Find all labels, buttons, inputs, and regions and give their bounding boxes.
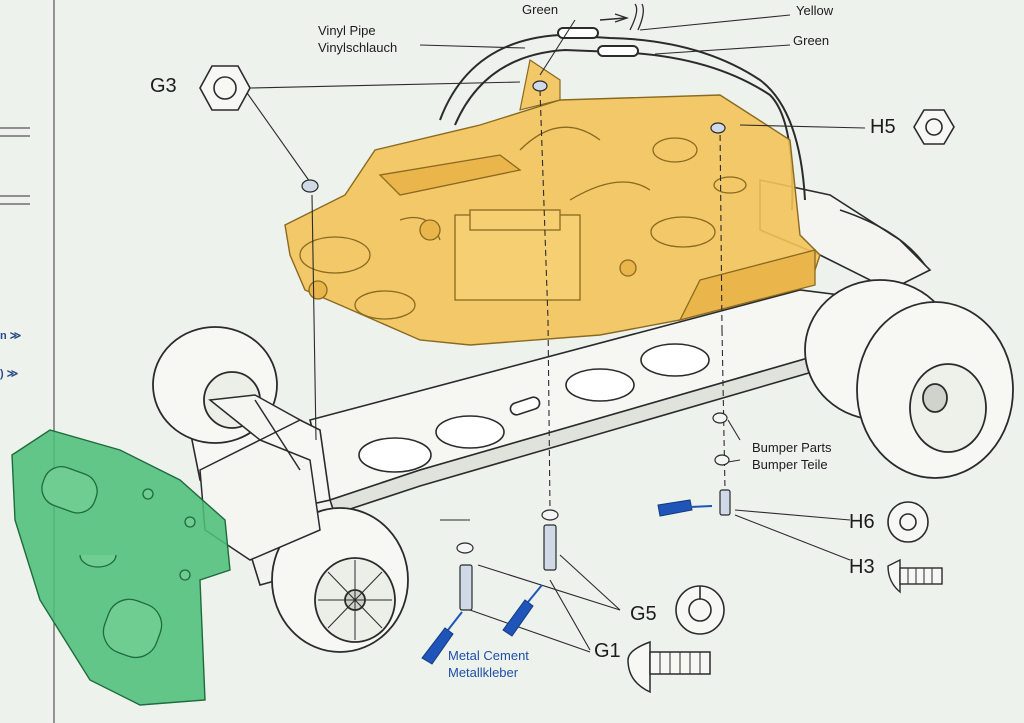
part-code-g1: G1 [594, 640, 621, 662]
h6-washer-icon [887, 501, 929, 543]
page-margin [0, 0, 55, 723]
bumper-parts-label: Bumper Parts [752, 440, 832, 455]
part-code-h6: H6 [849, 511, 875, 533]
part-code-g3: G3 [150, 75, 177, 97]
h3-screw-icon [887, 558, 943, 594]
g5-washer-icon [675, 585, 725, 635]
part-code-h5: H5 [870, 116, 896, 138]
part-code-h3: H3 [849, 556, 875, 578]
front-suspension [199, 394, 321, 561]
metal-cement-label-de: Metallkleber [448, 665, 519, 680]
assembly-guides [244, 14, 866, 653]
edge-arrow-1: n ≫ [0, 330, 22, 342]
metal-cement-tubes [421, 499, 713, 665]
wheel-front-right [271, 507, 409, 653]
mechanical-plate [284, 59, 821, 346]
h5-nut-icon [913, 109, 955, 145]
vinyl-pipe-label-de: Vinylschlauch [318, 40, 398, 55]
vinyl-pipe-label: Vinyl Pipe [318, 23, 376, 38]
wire-yellow-label: Yellow [796, 3, 834, 18]
bumper [11, 429, 231, 706]
edge-arrow-2: ) ≫ [0, 368, 19, 380]
g1-screw-icon [627, 640, 711, 694]
assembly-hardware [301, 80, 731, 611]
wheel-rear-right [804, 279, 1014, 479]
wire-green-top-label: Green [522, 2, 559, 17]
g3-nut-icon [199, 65, 251, 111]
wire-green-right-label: Green [793, 33, 830, 48]
bumper-parts-label-de: Bumper Teile [752, 457, 828, 472]
part-code-g5: G5 [630, 603, 657, 625]
metal-cement-label: Metal Cement [448, 648, 529, 663]
